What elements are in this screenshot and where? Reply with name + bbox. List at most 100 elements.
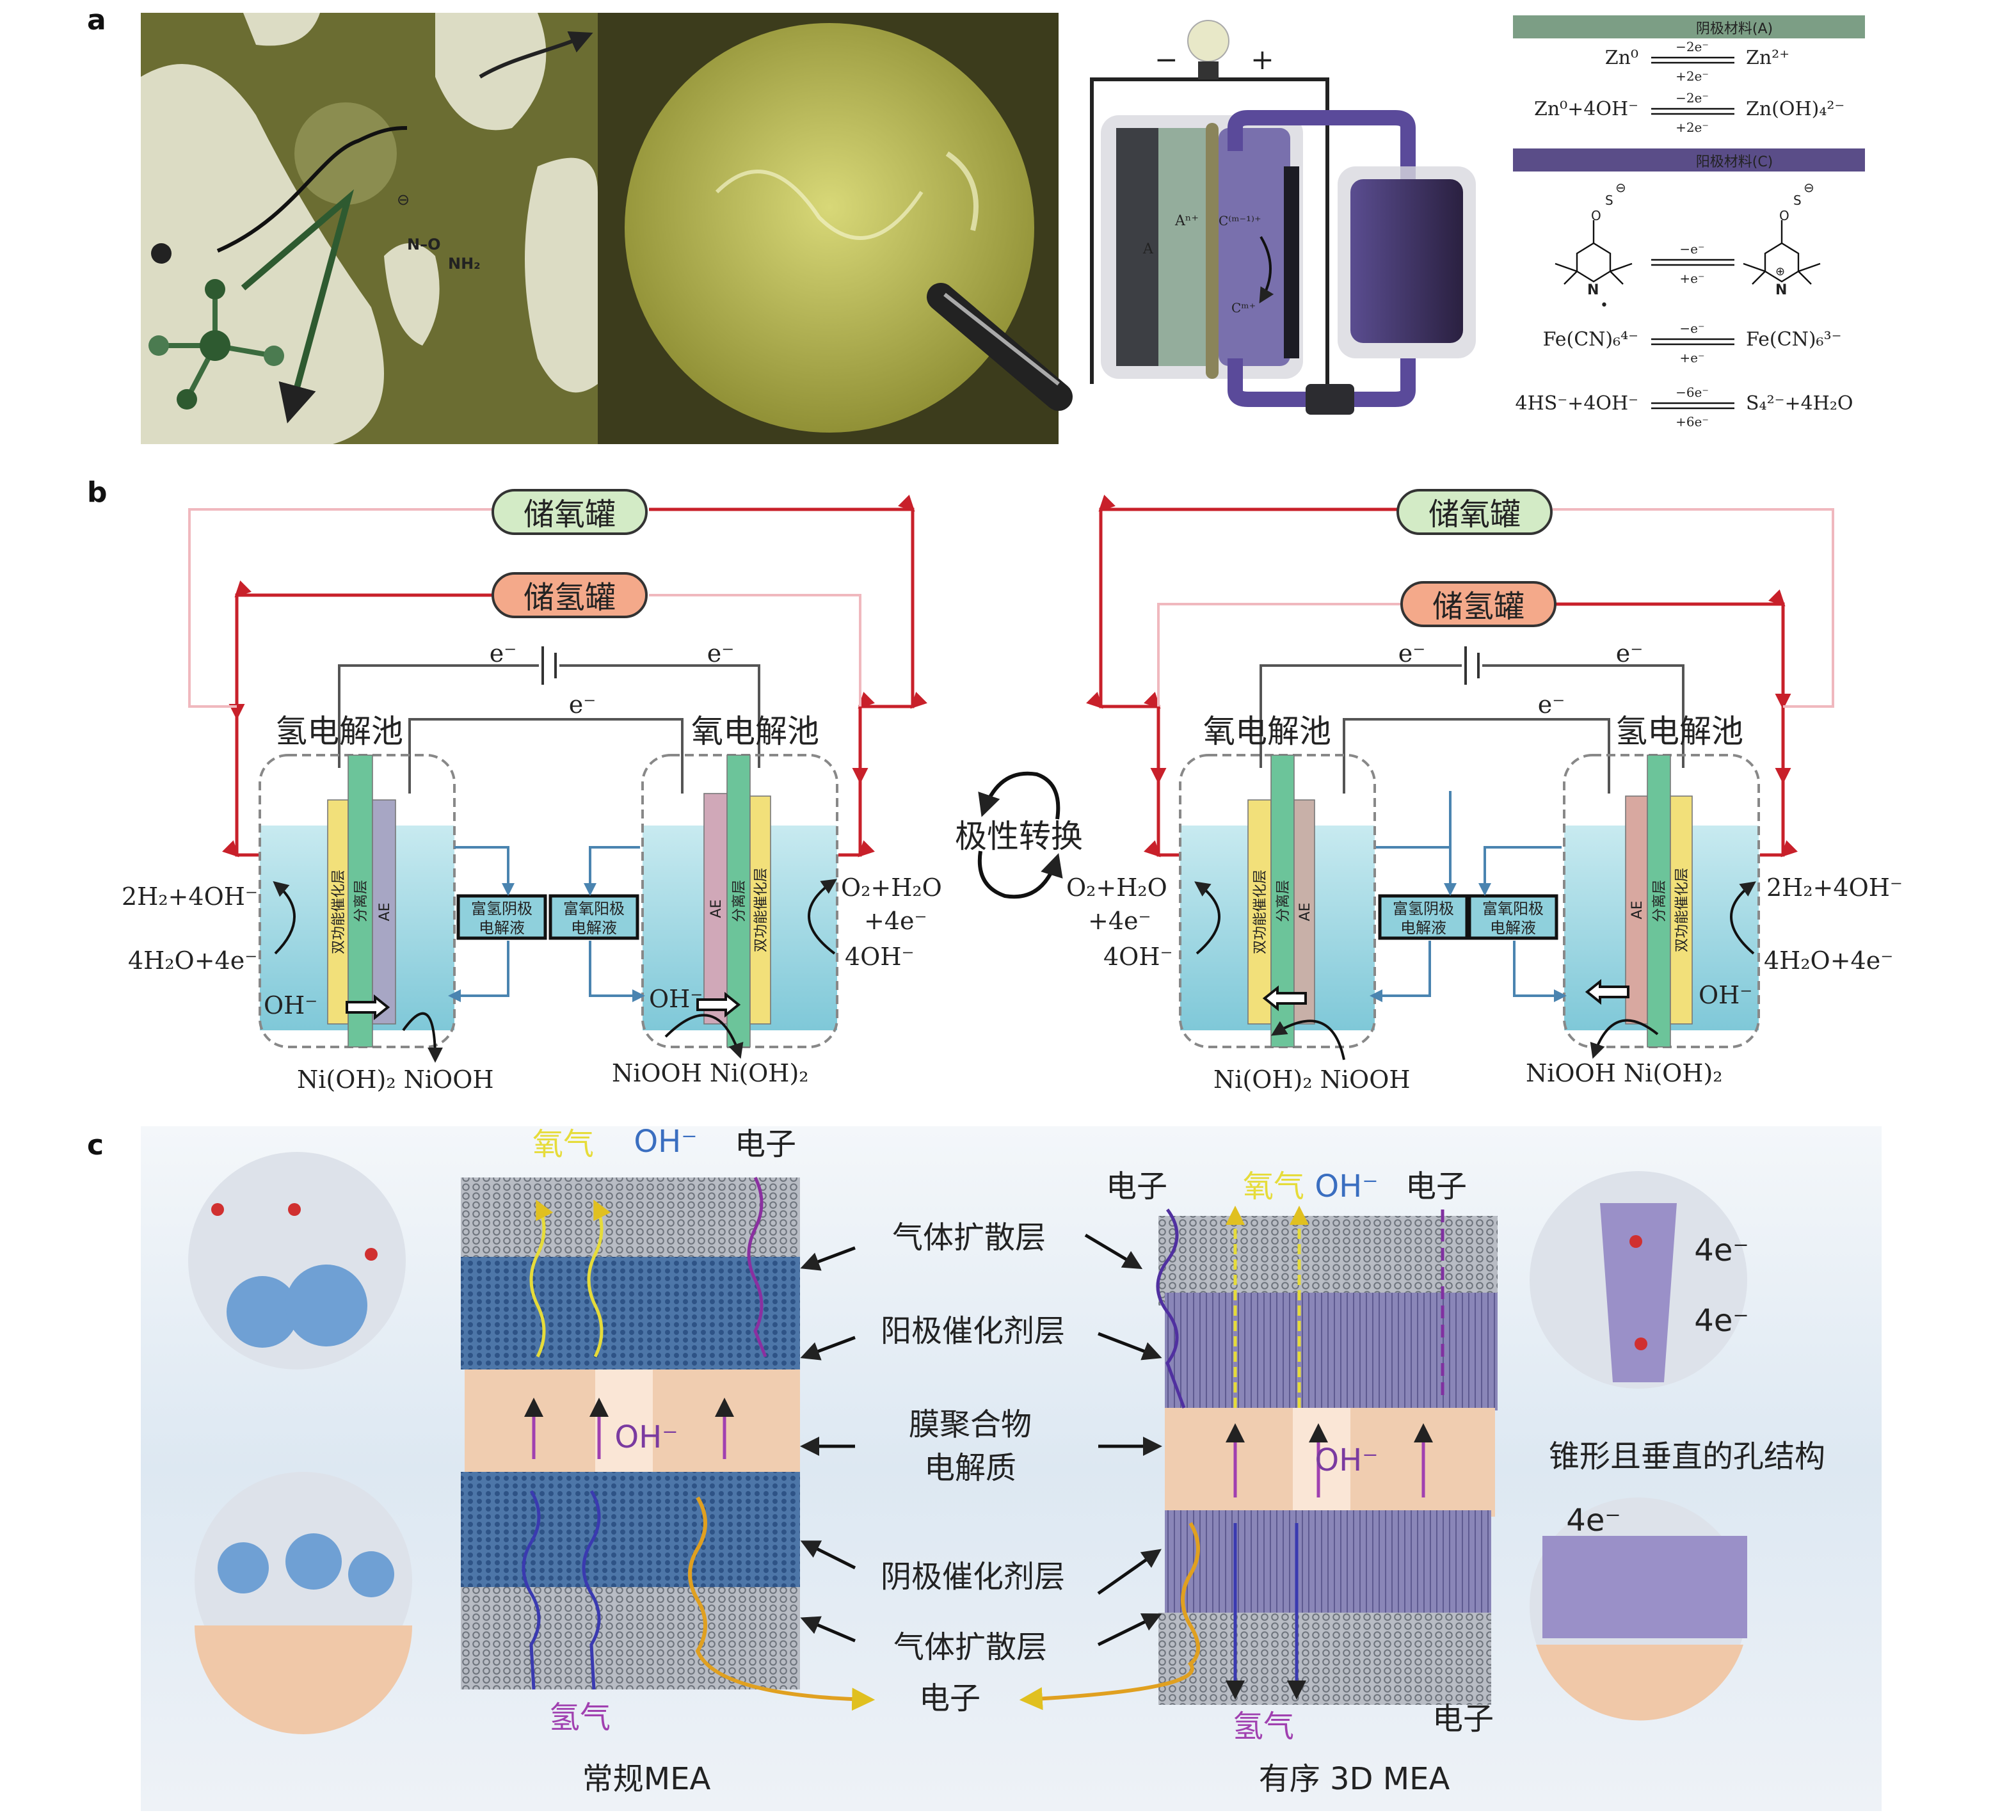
pointer-arrow (1097, 1549, 1162, 1595)
tempo-o: O (1591, 208, 1601, 223)
conventional-mea-stack (461, 1176, 876, 1711)
ordered-3d-mea-label: 有序 3D MEA (1259, 1761, 1450, 1797)
reaction-top-label: −e⁻ (1679, 321, 1704, 336)
electron-label: e⁻ (490, 639, 517, 667)
o_rich_box-label: 电解液 (1490, 919, 1536, 937)
catalyst-layer-label: 双功能催化层 (1674, 868, 1690, 952)
zoom-circles (188, 1152, 1747, 1734)
reaction-bottom-label: +e⁻ (1679, 271, 1704, 286)
reaction-product: S₄²⁻+4H₂O (1746, 392, 1853, 415)
membrane-photo (598, 13, 1073, 444)
charge-label: ⊖ (397, 191, 410, 209)
reaction-label: 4OH⁻ (1103, 943, 1173, 971)
hydrogen_cell-label: 氢电解池 (275, 713, 403, 750)
cell-container (1563, 754, 1760, 1048)
flow-battery-schematic: − + Aⁿ⁺ A C⁽ᵐ⁻¹⁾⁺ Cᵐ⁺ (1090, 20, 1476, 415)
n-o-label: N–O (407, 235, 441, 253)
gas-diffusion-layer-label: 气体扩散层 (892, 1220, 1046, 1256)
oh-transport-arrow (1585, 978, 1629, 1005)
hydrogen-label: 氢气 (549, 1700, 611, 1736)
reaction-label: +4e⁻ (864, 907, 927, 935)
reaction-label: OH⁻ (264, 991, 317, 1019)
ae-layer-label: AE (708, 900, 724, 918)
pointer-arrow (1098, 1332, 1162, 1361)
anode-material-header-bar (1513, 15, 1865, 38)
tempo-s: S (1605, 193, 1613, 208)
nh2-label: NH₂ (448, 255, 481, 273)
panel-label-a: a (87, 4, 106, 36)
reaction-label: 2H₂+4OH⁻ (1766, 874, 1903, 902)
oxygen-tank-label: 储氧罐 (1428, 497, 1521, 532)
reaction-label: Ni(OH)₂ NiOOH (297, 1066, 494, 1094)
oxygen_cell-label: 氧电解池 (1203, 713, 1331, 750)
reaction-product: Fe(CN)₆³⁻ (1746, 328, 1841, 351)
catalyst-layer-label: 双功能催化层 (1252, 870, 1268, 954)
return-line (649, 594, 861, 706)
electron-label: 电子 (735, 1126, 796, 1162)
o_rich_box-label: 富氧阳极 (563, 900, 625, 918)
reaction-cycle-arrow (1270, 1019, 1345, 1060)
reaction-bottom-label: +2e⁻ (1676, 68, 1709, 84)
tempo-ox-n: N (1775, 282, 1787, 298)
reaction-top-label: −2e⁻ (1676, 39, 1709, 54)
reaction-bottom-label: +e⁻ (1679, 350, 1704, 365)
pointer-arrow (1084, 1233, 1143, 1270)
reaction-top-label: −2e⁻ (1676, 90, 1709, 106)
electron-label: e⁻ (569, 690, 596, 719)
hydroxide-label: OH⁻ (634, 1124, 697, 1160)
h_rich_box-box (456, 894, 547, 940)
reaction-cycle-arrow (1590, 1019, 1659, 1059)
c-ion-1-label: C⁽ᵐ⁻¹⁾⁺ (1219, 213, 1261, 228)
hydrogen-flow-line (222, 580, 493, 858)
anode-catalyst-layer-label: 阳极催化剂层 (881, 1313, 1065, 1349)
o_rich_box-label: 富氧阳极 (1482, 900, 1544, 918)
reaction-label: 4H₂O+4e⁻ (128, 946, 257, 975)
electron-label: 电子 (1106, 1169, 1167, 1204)
hydrogen_cell-label: 氢电解池 (1615, 713, 1743, 750)
tempo-ox-o: O (1779, 208, 1789, 223)
electron-label: 电子 (919, 1680, 980, 1716)
tempo-n: N (1587, 282, 1599, 298)
ae-layer-label: AE (377, 903, 393, 922)
a-label: A (1142, 241, 1154, 257)
catalyst-layer (749, 795, 771, 1025)
catalyst-layer-label: 双功能催化层 (753, 868, 769, 952)
oh-transport-arrow (346, 994, 390, 1021)
panel-label-c: c (87, 1129, 104, 1161)
pump-icon (1306, 384, 1354, 415)
light-bulb-icon (1198, 61, 1219, 79)
reaction-cycle-arrow (1194, 881, 1220, 955)
hydrogen-label: 氢气 (1233, 1709, 1294, 1744)
electrolyte-pipe (1370, 941, 1431, 1002)
reaction-cycle-arrow (664, 1014, 744, 1059)
electrolyte-pipe (1376, 791, 1457, 896)
c-ion-2-label: Cᵐ⁺ (1231, 300, 1256, 315)
reaction-label: O₂+H₂O (841, 874, 942, 902)
membrane-label: 膜聚合物 (909, 1407, 1032, 1442)
reaction-label: 4H₂O+4e⁻ (1764, 946, 1893, 975)
ae-layer-label: AE (1629, 901, 1645, 920)
electron-label: e⁻ (1538, 690, 1565, 719)
return-line (188, 508, 493, 708)
reaction-bottom-label: +2e⁻ (1676, 120, 1709, 135)
reaction-label: O₂+H₂O (1066, 874, 1167, 902)
separator-layer (348, 754, 373, 1048)
h_rich_box-box (1378, 894, 1469, 940)
oxygen-flow-line (649, 495, 927, 858)
reaction-label: NiOOH Ni(OH)₂ (612, 1059, 809, 1087)
pointer-arrow (1097, 1613, 1162, 1647)
reaction-label: OH⁻ (1699, 981, 1752, 1009)
separator-layer-label: 分离层 (1652, 880, 1668, 922)
tetrahedral-molecule-icon (148, 279, 284, 410)
reaction-label: +4e⁻ (1088, 907, 1151, 935)
ae-layer (703, 793, 728, 1025)
o_rich_box-label: 电解液 (571, 919, 617, 937)
electrolyte-label: 电解质 (924, 1450, 1016, 1486)
o_rich_box-box (548, 894, 639, 940)
pointer-arrow (800, 1336, 856, 1361)
electron-label: 电子 (1405, 1169, 1467, 1204)
negative-terminal: − (1155, 44, 1178, 76)
anode-material-header: 阴极材料(A) (1696, 21, 1773, 37)
